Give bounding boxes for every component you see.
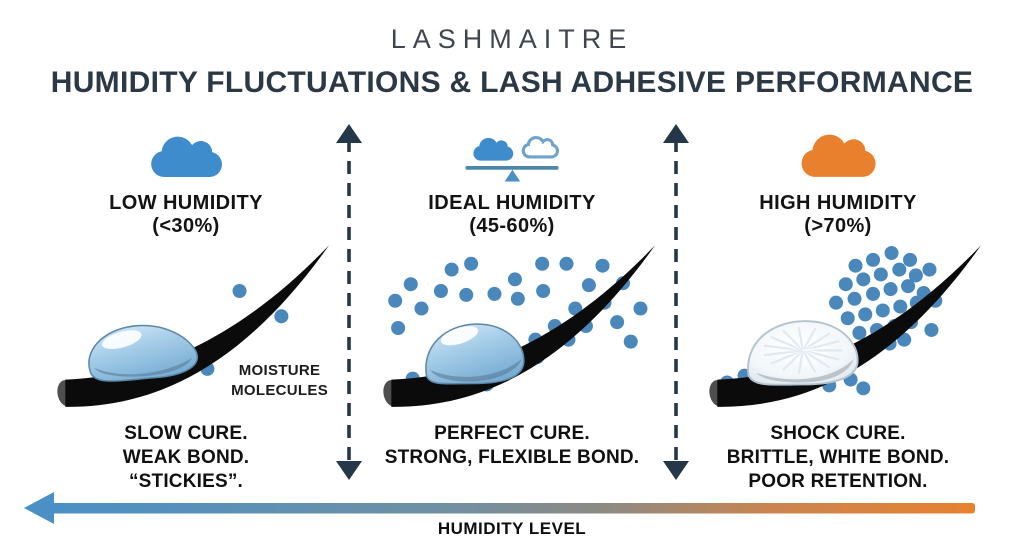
lash [65,245,330,407]
humidity-level-label: HUMIDITY LEVEL [437,519,587,538]
moisture-dot [535,256,550,271]
result-line: PERFECT CURE. [434,423,590,444]
balance-icon [465,135,559,182]
moisture-dot [901,279,916,294]
result-line: SLOW CURE. [124,423,248,444]
panel-range: (45-60%) [469,215,555,237]
moisture-dot [866,286,881,301]
moisture-dot [388,293,403,308]
moisture-dot [623,334,638,349]
moisture-dot [908,268,923,283]
moisture-dot [838,277,853,292]
moisture-dot [403,277,418,292]
moisture-dot [884,246,899,261]
moisture-dot [507,272,522,287]
panel-title: HIGH HUMIDITY [759,192,917,214]
moisture-dot [847,291,862,306]
result-line: WEAK BOND. [122,446,250,468]
result-line: POOR RETENTION. [748,470,928,492]
moisture-dot [903,252,918,267]
panel-low-humidity: LOW HUMIDITY (<30%) MOISTURE MOLECULES SL… [40,120,332,492]
moisture-dot [633,301,648,316]
cloud-orange-icon [692,120,984,186]
moisture-dot [840,311,855,326]
annotation-line: MOISTURE [238,362,321,379]
panel-ideal-humidity: IDEAL HUMIDITY (45-60%) PERFECT CURE.STR… [366,120,658,492]
moisture-dot [610,315,625,330]
result-line: “STICKIES”. [128,470,244,492]
cloud-blue-icon [40,120,332,186]
moisture-dot [487,286,502,301]
result-text: PERFECT CURE.STRONG, FLEXIBLE BOND. [366,422,658,470]
panel-range: (<30%) [152,215,220,237]
lash-illustration [366,240,658,416]
panel-title: IDEAL HUMIDITY [428,192,596,214]
moisture-dot [852,325,867,340]
moisture-dot [536,284,551,299]
moisture-dot [595,258,610,273]
moisture-dot [883,282,898,297]
moisture-dot [459,287,474,302]
moisture-dot [568,301,583,316]
moisture-molecules-label: MOISTURE MOLECULES [231,361,328,400]
moisture-dot [464,256,479,271]
moisture-dot [893,299,908,314]
moisture-dot [274,309,289,324]
moisture-dot [873,267,888,282]
moisture-dot [897,332,912,347]
cloud-icon [151,136,222,177]
panel-title: LOW HUMIDITY [109,192,263,214]
moisture-dot [829,295,844,310]
moisture-dot [510,291,525,306]
cloud-icon [801,134,876,177]
moisture-dot [875,303,890,318]
result-line: SHOCK CURE. [770,423,906,444]
result-text: SLOW CURE.WEAK BOND.“STICKIES”. [40,422,332,493]
humidity-gradient-arrow [24,492,975,524]
result-line: STRONG, FLEXIBLE BOND. [384,446,640,468]
moisture-dot [856,272,871,287]
page-title: HUMIDITY FLUCTUATIONS & LASH ADHESIVE PE… [50,66,974,99]
lash [717,245,982,407]
moisture-dot [922,262,937,277]
left-arrowhead-icon [24,492,54,524]
brand-logo: LASHMAITRE [390,24,634,54]
balance-clouds-icon [366,120,658,186]
panel-high-humidity: HIGH HUMIDITY (>70%) SHOCK CURE.BRITTLE,… [692,120,984,492]
lash [391,245,656,407]
moisture-dot [444,262,459,277]
moisture-dot [232,284,247,299]
dashed-double-arrow-icon [663,124,689,480]
result-line: BRITTLE, WHITE BOND. [726,446,950,468]
moisture-dot [848,258,863,273]
lash-illustration [692,240,984,416]
moisture-dot [433,284,448,299]
result-text: SHOCK CURE.BRITTLE, WHITE BOND.POOR RETE… [692,422,984,493]
moisture-dot [924,322,939,337]
lash-illustration: MOISTURE MOLECULES [40,240,332,416]
moisture-dot [858,307,873,322]
moisture-dot [581,278,596,293]
moisture-dot [892,262,907,277]
moisture-dot [866,252,881,267]
dashed-double-arrow-icon [336,124,362,480]
moisture-dot [414,301,429,316]
annotation-line: MOLECULES [231,381,328,399]
moisture-dot [856,381,871,396]
panel-range: (>70%) [804,215,872,237]
moisture-dot [391,320,406,336]
moisture-dot [559,256,574,271]
